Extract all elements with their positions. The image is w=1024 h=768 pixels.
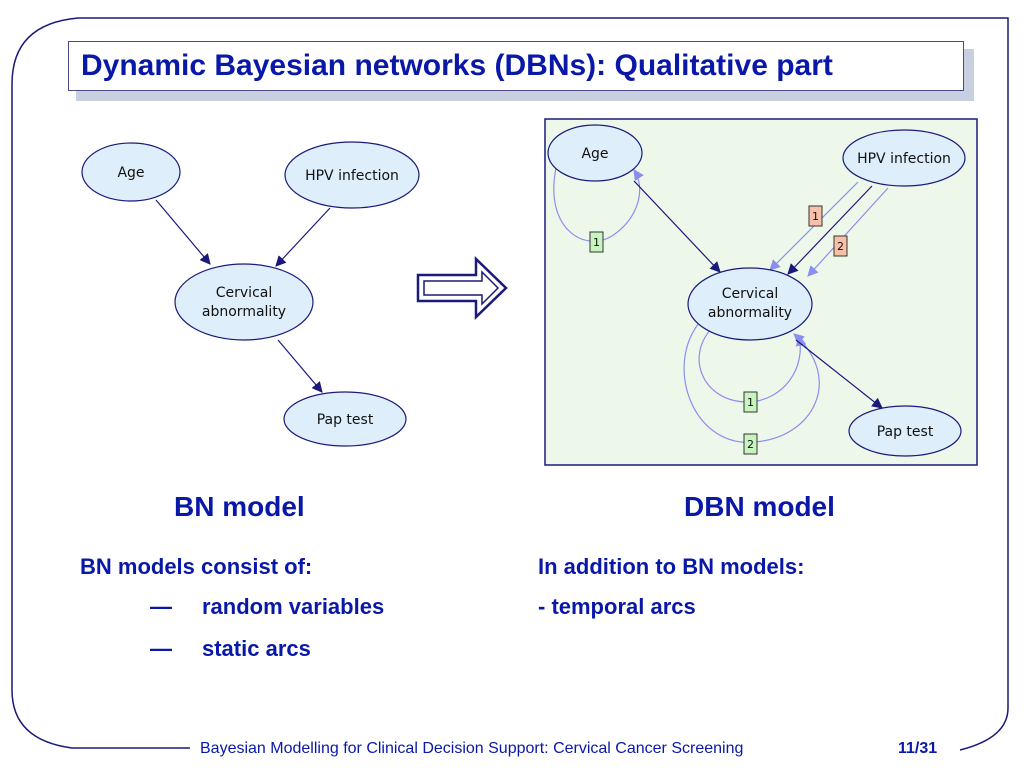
bn-heading: BN model xyxy=(174,491,305,522)
transform-arrow-icon xyxy=(416,256,508,320)
dbn-heading: DBN model xyxy=(684,491,835,522)
dbn-intro: In addition to BN models: xyxy=(538,554,805,579)
badge-cervical-2-text: 2 xyxy=(747,438,754,451)
badge-hpv-1-text: 1 xyxy=(812,210,819,223)
title-box: Dynamic Bayesian networks (DBNs): Qualit… xyxy=(68,41,964,91)
arc-cervical-pap xyxy=(277,339,323,393)
badge-cervical-1: 1 xyxy=(743,391,758,413)
dbn-diagram: 1 1 2 1 2 Age HPV infection Cervical abn… xyxy=(544,118,978,466)
dbn-node-cervical-label-2: abnormality xyxy=(708,305,792,321)
badge-hpv-2-text: 2 xyxy=(837,240,844,253)
bullet-dash: — xyxy=(150,636,172,661)
bullet-dash: — xyxy=(150,594,172,619)
badge-hpv-1: 1 xyxy=(808,205,823,227)
arc-age-cervical xyxy=(155,199,211,265)
dbn-node-hpv-infection: HPV infection xyxy=(842,129,966,187)
dbn-bullet-temporal-arcs: - temporal arcs xyxy=(538,594,696,619)
dbn-node-pap-test: Pap test xyxy=(848,405,962,457)
badge-hpv-2: 2 xyxy=(833,235,848,257)
badge-age-loop: 1 xyxy=(589,231,604,253)
temporal-arc-hpv-2 xyxy=(807,187,889,277)
node-cervical-label-1: Cervical xyxy=(216,285,273,301)
bn-intro: BN models consist of: xyxy=(80,554,313,579)
footer-text: Bayesian Modelling for Clinical Decision… xyxy=(200,740,744,757)
dbn-node-age-label: Age xyxy=(581,146,608,162)
node-pap-label: Pap test xyxy=(317,412,374,428)
dbn-node-hpv-label: HPV infection xyxy=(857,151,951,167)
node-hpv-infection: HPV infection xyxy=(284,141,420,209)
static-arc-hpv-cervical xyxy=(787,185,873,275)
static-arc-age-cervical xyxy=(633,180,721,273)
badge-age-loop-text: 1 xyxy=(593,236,600,249)
badge-cervical-2: 2 xyxy=(743,433,758,455)
bn-diagram: Age HPV infection Cervical abnormality P… xyxy=(81,141,420,447)
node-age-label: Age xyxy=(117,165,144,181)
static-arc-cervical-pap xyxy=(795,339,883,409)
node-hpv-label: HPV infection xyxy=(305,168,399,184)
node-pap-test: Pap test xyxy=(283,391,407,447)
bn-bullet-random-variables: random variables xyxy=(202,594,385,619)
page-title: Dynamic Bayesian networks (DBNs): Qualit… xyxy=(81,49,833,82)
dbn-node-age: Age xyxy=(547,124,643,182)
dbn-node-cervical-abnormality: Cervical abnormality xyxy=(687,267,813,341)
node-age: Age xyxy=(81,142,181,202)
node-cervical-abnormality: Cervical abnormality xyxy=(174,263,314,341)
dbn-node-pap-label: Pap test xyxy=(877,424,934,440)
page-number: 11/31 xyxy=(898,740,938,757)
bn-bullet-static-arcs: static arcs xyxy=(202,636,311,661)
node-cervical-label-2: abnormality xyxy=(202,304,286,320)
dbn-node-cervical-label-1: Cervical xyxy=(722,286,779,302)
badge-cervical-1-text: 1 xyxy=(747,396,754,409)
temporal-arc-age xyxy=(553,167,644,242)
arc-hpv-cervical xyxy=(275,207,331,267)
